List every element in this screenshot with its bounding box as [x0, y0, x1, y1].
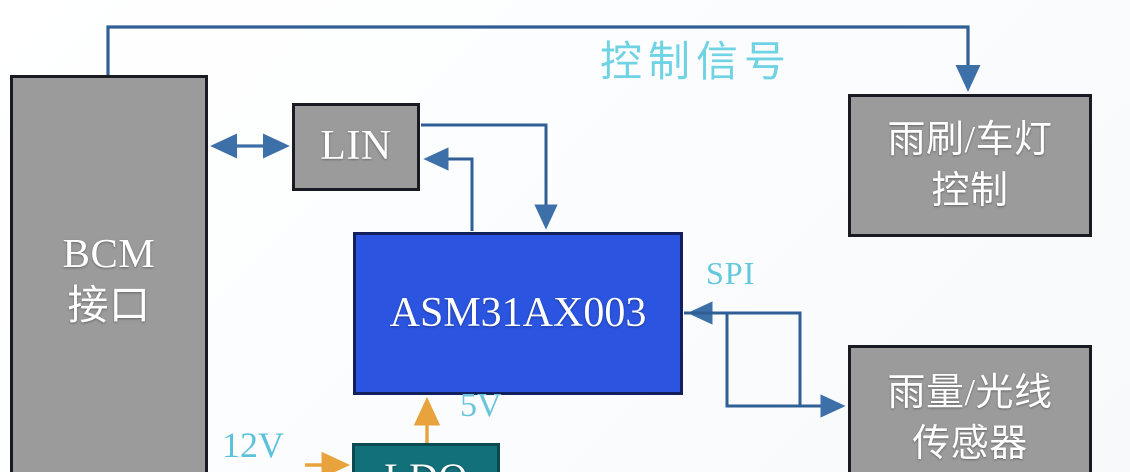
node-wiper-line2: 控制: [931, 169, 1009, 212]
node-wiper-headlight-control[interactable]: 雨刷/车灯 控制: [848, 94, 1092, 237]
connector-lin-to-mcu: [421, 123, 558, 230]
node-lin-transceiver[interactable]: LIN: [292, 103, 420, 191]
node-mcu-label: ASM31AX003: [389, 289, 647, 336]
node-bcm-line1: BCM: [62, 230, 156, 277]
node-sensor-line1: 雨量/光线: [887, 372, 1053, 415]
node-wiper-line1: 雨刷/车灯: [887, 118, 1053, 161]
connector-sensor-to-mcu: [687, 301, 802, 406]
node-rain-light-sensor[interactable]: 雨量/光线 传感器: [848, 345, 1092, 472]
node-bcm-interface[interactable]: BCM 接口: [10, 75, 208, 472]
node-ldo-regulator[interactable]: LDO: [352, 443, 500, 472]
node-ldo-label: LDO: [384, 455, 468, 472]
node-sensor-line2: 传感器: [912, 423, 1028, 465]
node-bcm-line2: 接口: [67, 282, 151, 328]
node-lin-label: LIN: [320, 123, 392, 170]
node-mcu-asm31ax003[interactable]: ASM31AX003: [353, 232, 683, 395]
connector-bcm-to-wiper: [106, 25, 981, 92]
connector-mcu-to-sensor: [684, 311, 846, 418]
connector-mcu-to-lin: [423, 147, 474, 231]
